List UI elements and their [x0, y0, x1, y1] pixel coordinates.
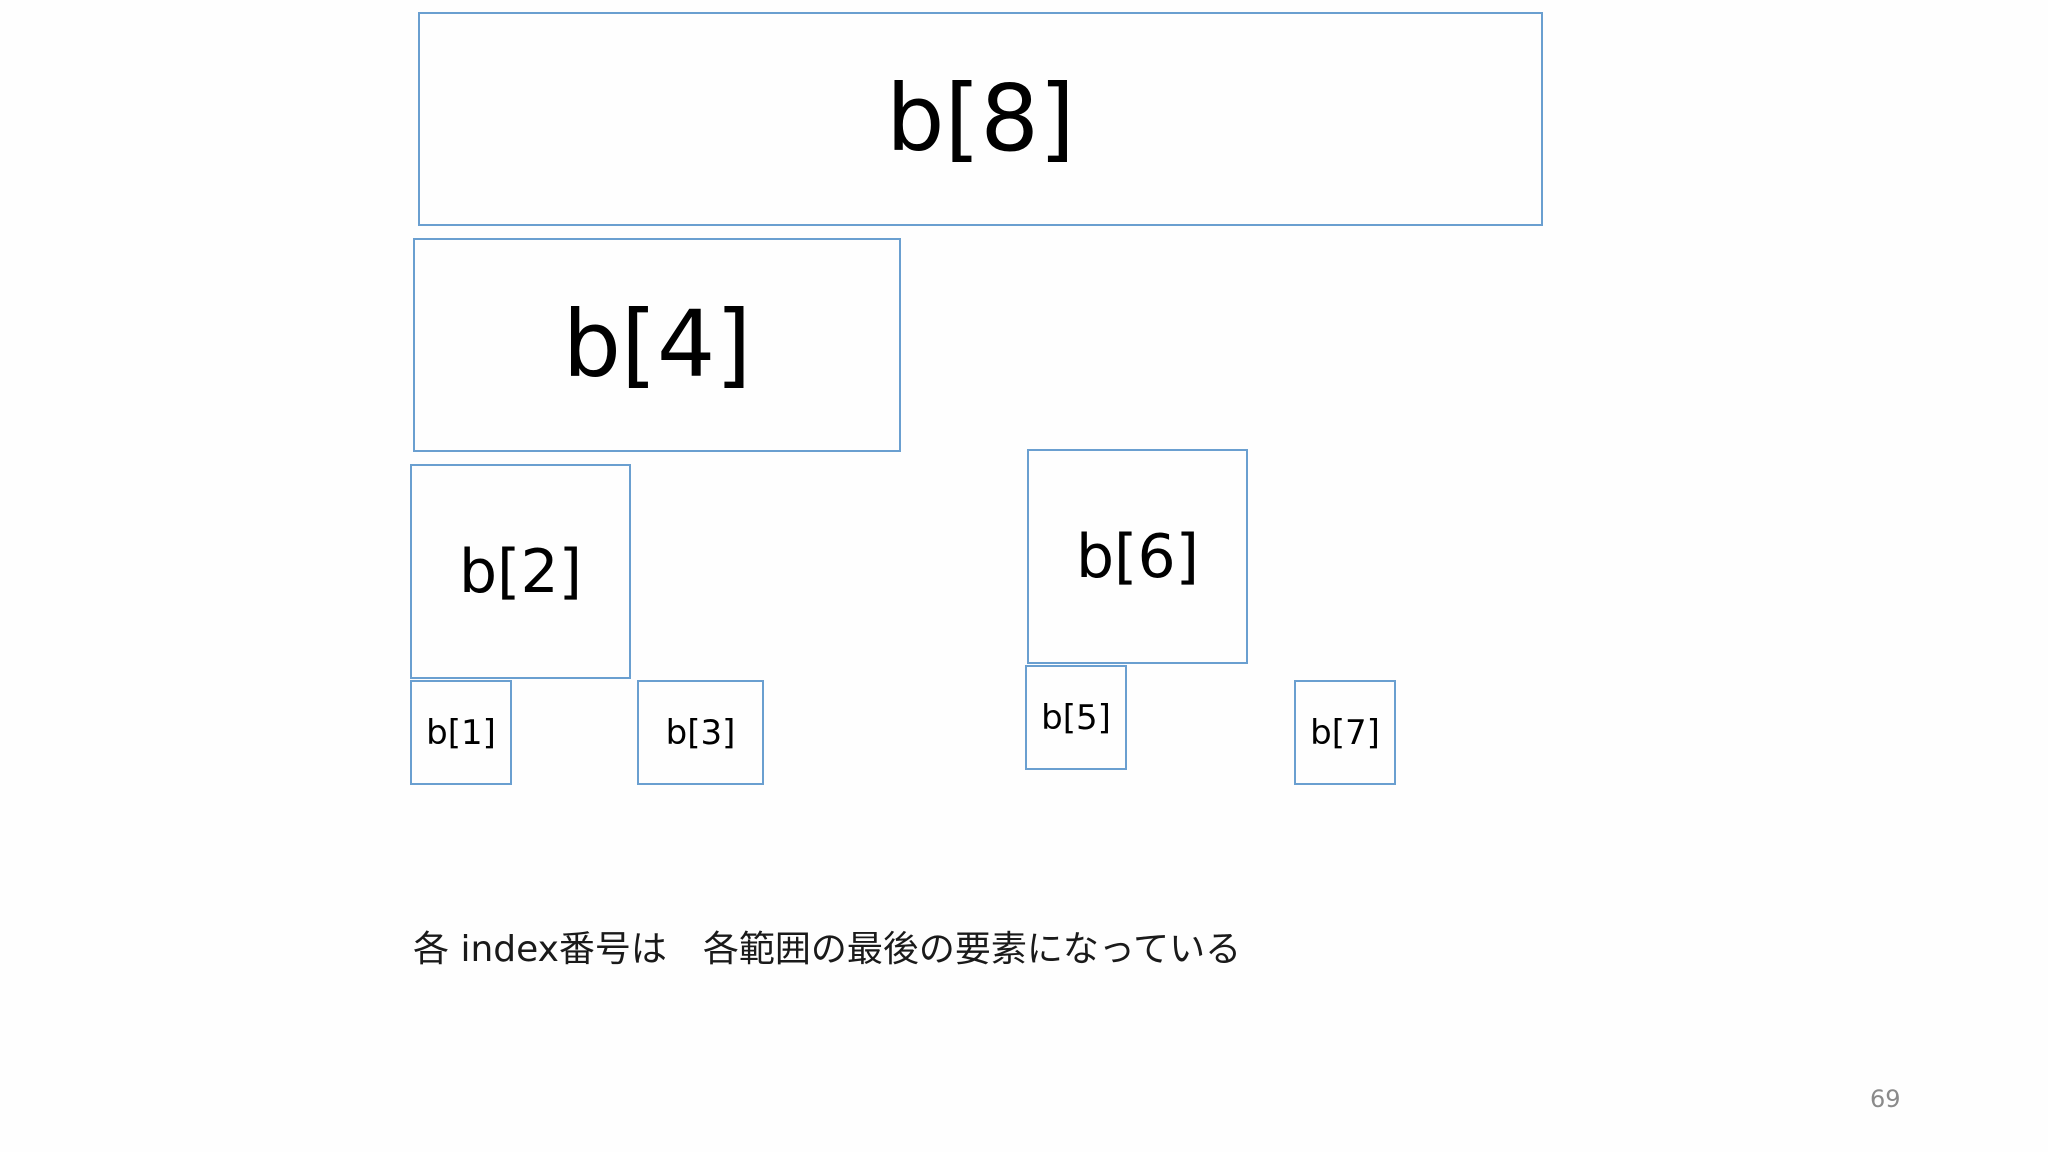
node-b5: b[5] — [1025, 665, 1127, 770]
node-b2: b[2] — [410, 464, 631, 679]
node-label: b[2] — [458, 536, 583, 607]
node-label: b[5] — [1041, 697, 1111, 738]
node-label: b[1] — [426, 712, 496, 753]
node-b3: b[3] — [637, 680, 764, 785]
node-b4: b[4] — [413, 238, 901, 452]
node-label: b[4] — [562, 291, 752, 398]
page-number: 69 — [1870, 1085, 1901, 1113]
caption-text: 各 index番号は 各範囲の最後の要素になっている — [413, 929, 1242, 970]
node-label: b[7] — [1310, 712, 1380, 753]
node-b1: b[1] — [410, 680, 512, 785]
node-label: b[8] — [886, 65, 1075, 172]
node-label: b[3] — [665, 712, 736, 753]
node-b8: b[8] — [418, 12, 1543, 226]
node-b6: b[6] — [1027, 449, 1248, 664]
node-label: b[6] — [1075, 521, 1200, 592]
node-b7: b[7] — [1294, 680, 1396, 785]
